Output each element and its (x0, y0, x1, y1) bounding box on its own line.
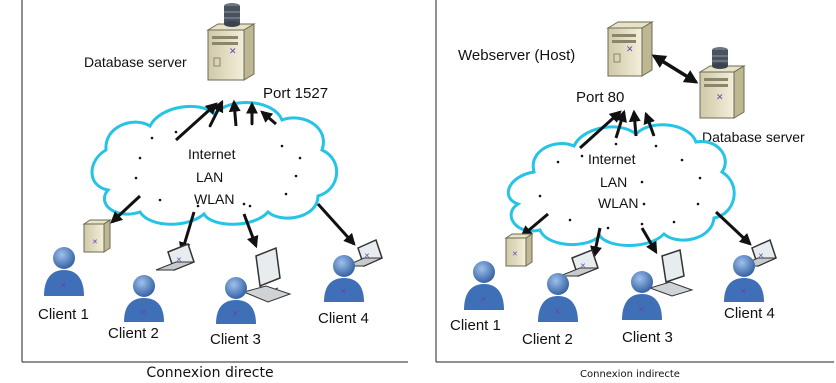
svg-text:✕: ✕ (638, 305, 645, 314)
client-4-laptop-icon: ✕ (345, 238, 383, 268)
client-arrows (520, 210, 752, 259)
client-2-laptop-icon: ✕ (559, 249, 599, 277)
diagram-direct-connection: ✕ Database server Port 1527 Internet LAN… (0, 0, 410, 383)
database-server-label: Database server (702, 129, 805, 145)
client-1-label: Client 1 (450, 317, 501, 334)
indirect-connection-svg: ✕ Webserver (Host) Port 80 ✕ Database se… (435, 0, 834, 363)
client-4-label: Client 4 (318, 310, 369, 327)
webserver-host-label: Webserver (Host) (458, 47, 575, 64)
svg-text:✕: ✕ (626, 44, 634, 54)
svg-text:✕: ✕ (480, 295, 487, 304)
svg-text:✕: ✕ (364, 253, 370, 260)
svg-text:✕: ✕ (554, 307, 561, 316)
client-3-user-icon: ✕ (622, 271, 662, 320)
client-1-computer-icon: ✕ (504, 233, 534, 267)
client-3-user-icon: ✕ (216, 277, 256, 324)
client-2-label: Client 2 (522, 331, 573, 348)
client-1-user-icon: ✕ (464, 261, 504, 310)
svg-text:✕: ✕ (232, 309, 239, 318)
host-db-arrow (651, 54, 699, 84)
svg-text:✕: ✕ (740, 287, 747, 296)
client-2-laptop-icon: ✕ (155, 243, 195, 271)
client-2-user-icon: ✕ (124, 275, 164, 322)
port-label: Port 1527 (263, 85, 328, 102)
cloud-dots (538, 142, 702, 230)
client-2-label: Client 2 (108, 325, 159, 342)
network-internet-label: Internet (188, 146, 236, 162)
svg-text:✕: ✕ (340, 287, 347, 296)
svg-text:✕: ✕ (176, 257, 182, 264)
client-3-monitor-icon (242, 246, 292, 303)
caption-direct: Connexion directe (146, 365, 274, 381)
svg-text:✕: ✕ (580, 263, 586, 270)
client-4-label: Client 4 (724, 305, 775, 322)
client-2-user-icon: ✕ (538, 273, 578, 322)
client-3-label: Client 3 (210, 331, 261, 348)
port-label: Port 80 (576, 89, 624, 106)
database-server-label: Database server (84, 54, 187, 70)
server-arrows (578, 109, 656, 150)
svg-text:✕: ✕ (229, 46, 237, 56)
cloud-dots (134, 122, 302, 208)
network-lan-label: LAN (196, 169, 223, 185)
svg-text:✕: ✕ (716, 92, 724, 102)
database-server-icon: ✕ (698, 47, 746, 119)
client-3-monitor-icon (648, 249, 694, 297)
direct-connection-svg: ✕ Database server Port 1527 Internet LAN… (21, 0, 408, 363)
svg-text:✕: ✕ (60, 281, 67, 290)
network-internet-label: Internet (588, 151, 636, 167)
client-1-label: Client 1 (38, 306, 89, 323)
network-lan-label: LAN (600, 174, 627, 190)
caption-indirect: Connexion indirecte (580, 369, 680, 380)
server-arrows (174, 99, 277, 142)
client-4-user-icon: ✕ (724, 255, 764, 302)
svg-text:✕: ✕ (758, 253, 764, 260)
diagram-indirect-connection: ✕ Webserver (Host) Port 80 ✕ Database se… (410, 0, 836, 383)
database-server-icon: ✕ (206, 3, 256, 81)
client-3-label: Client 3 (622, 329, 673, 346)
webserver-icon: ✕ (606, 21, 654, 77)
svg-text:✕: ✕ (140, 308, 147, 317)
client-1-user-icon: ✕ (44, 247, 84, 296)
client-4-user-icon: ✕ (324, 255, 364, 302)
svg-text:✕: ✕ (512, 251, 518, 258)
network-wlan-label: WLAN (598, 195, 638, 211)
svg-text:✕: ✕ (92, 239, 98, 246)
client-1-computer-icon: ✕ (82, 219, 112, 253)
network-wlan-label: WLAN (194, 191, 234, 207)
